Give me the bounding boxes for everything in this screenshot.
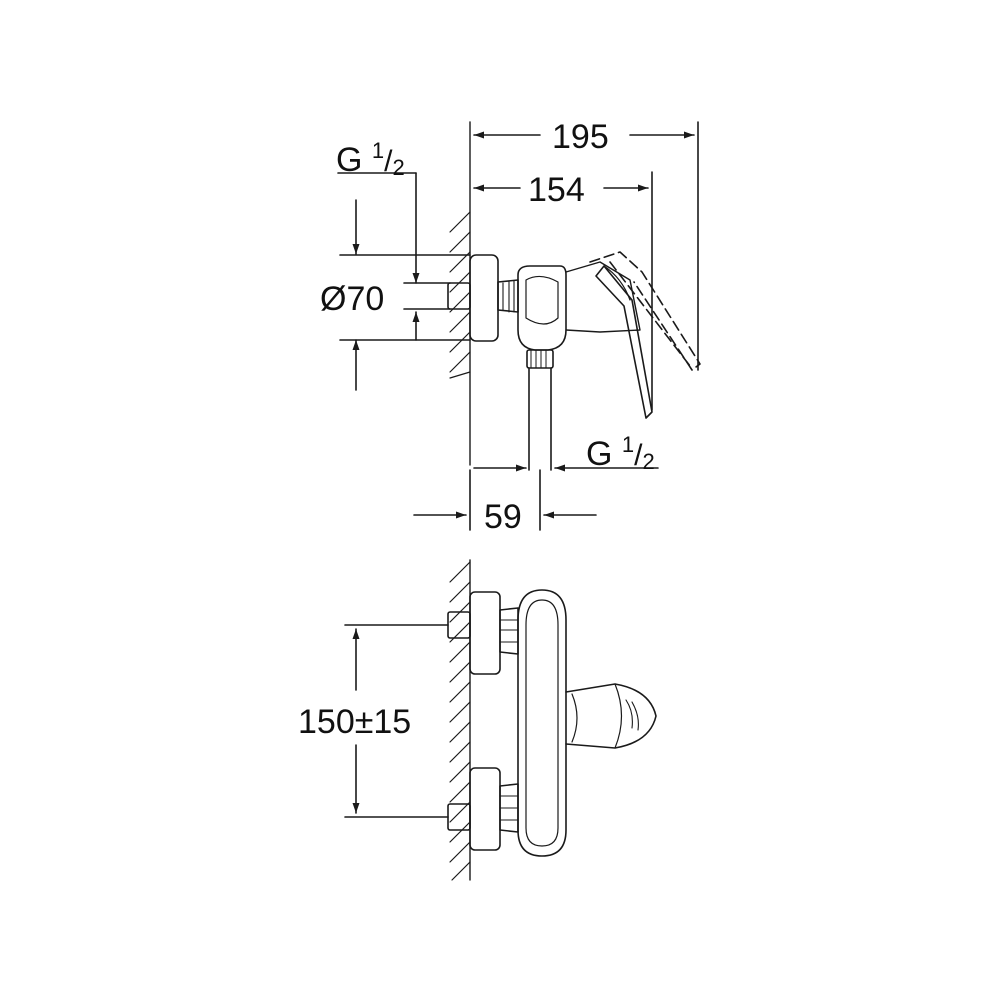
lower-connector-front (448, 768, 518, 850)
label-outlet-thread: G 1/2 (586, 434, 655, 473)
dim-line-154 (474, 172, 652, 410)
handle-front (566, 684, 656, 748)
dim-line-195 (474, 122, 698, 370)
thread-slash: / (634, 439, 643, 472)
inlet-connector-side (448, 255, 518, 341)
thread-prefix: G (336, 141, 363, 179)
mixer-body-side (518, 262, 640, 350)
mixer-body-front (518, 590, 566, 856)
dim-line-150 (345, 625, 448, 817)
wall-front (450, 560, 470, 880)
side-view (338, 122, 700, 530)
thread-denominator: 2 (392, 155, 405, 180)
thread-denominator: 2 (642, 449, 655, 474)
lever-side (596, 266, 652, 418)
dim-line-diameter (340, 200, 470, 390)
thread-slash: / (384, 145, 393, 178)
wall-side (450, 122, 470, 465)
thread-prefix: G (586, 435, 613, 473)
outlet-pipe-side (527, 350, 553, 530)
thread-numerator: 1 (371, 138, 385, 163)
thread-numerator: 1 (621, 432, 635, 457)
label-195: 195 (552, 118, 609, 156)
label-inlet-thread: G 1/2 (336, 140, 405, 179)
dim-line-inlet-thread (338, 173, 450, 340)
label-150: 150±15 (298, 703, 412, 741)
label-59: 59 (484, 498, 522, 536)
lever-alt-position (590, 252, 700, 370)
label-diameter: Ø70 (320, 280, 385, 318)
front-view (345, 560, 656, 880)
dim-line-59 (414, 470, 596, 530)
label-154: 154 (528, 171, 585, 209)
